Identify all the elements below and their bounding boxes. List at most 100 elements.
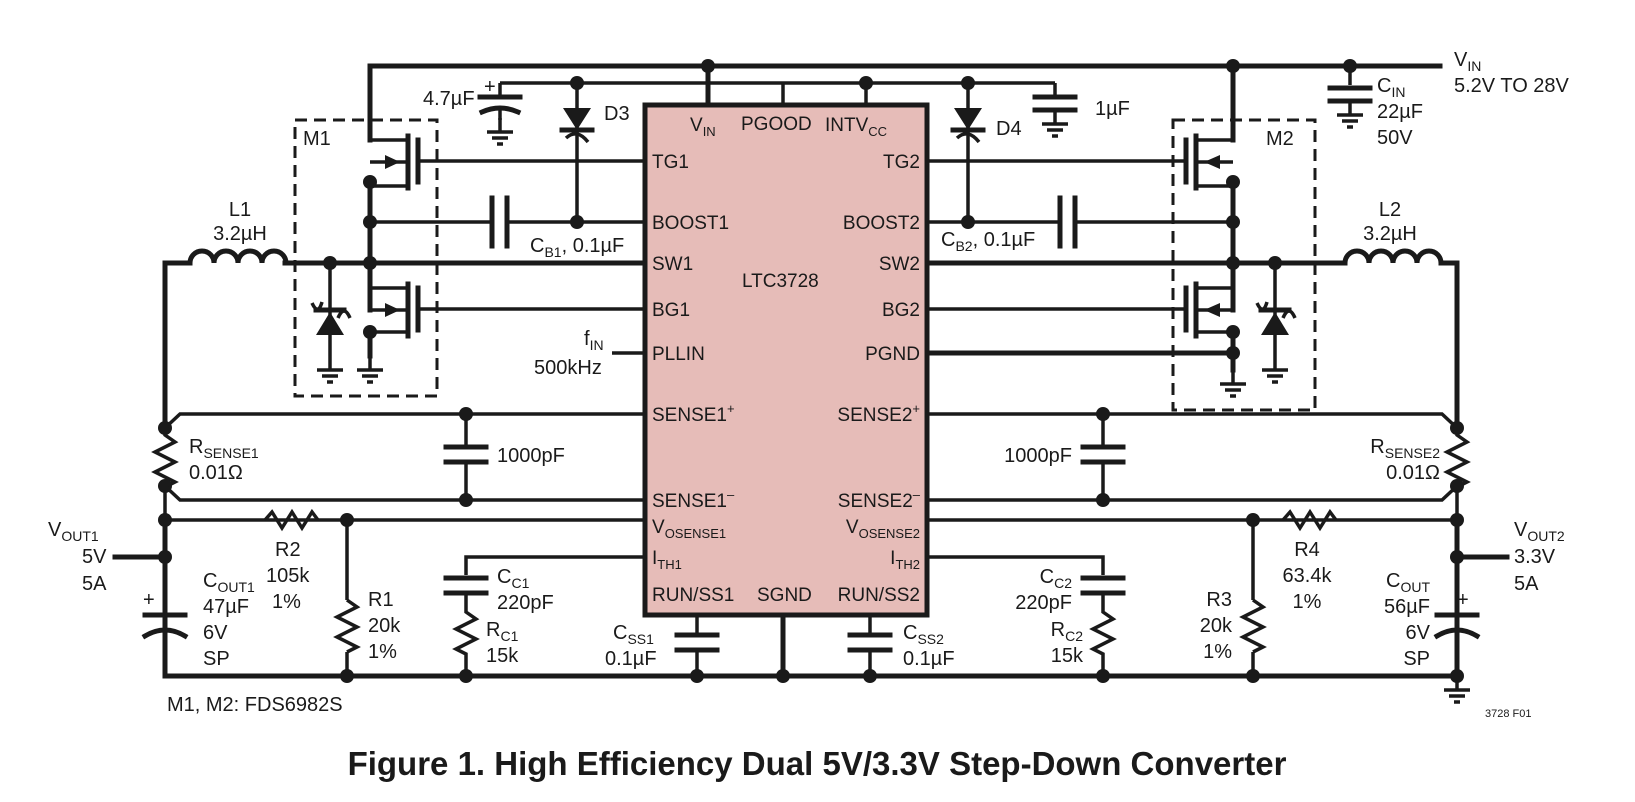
intvcc-rail	[498, 76, 1057, 105]
figure-caption: Figure 1. High Efficiency Dual 5V/3.3V S…	[348, 745, 1287, 782]
wire-sense1n	[163, 484, 645, 502]
label-vout1-a: 5A	[82, 573, 107, 595]
ground-dots	[340, 669, 1464, 683]
schottky-m2	[1255, 256, 1297, 384]
wire-sense2p	[927, 412, 1459, 430]
resistor-rc2	[1089, 593, 1117, 676]
pin-runss1: RUN/SS1	[652, 585, 734, 606]
label-r1-val: 20k	[368, 615, 401, 637]
capacitor-cout1	[141, 612, 189, 640]
label-vout2-a: 5A	[1514, 573, 1539, 595]
pin-sw1: SW1	[652, 254, 693, 275]
label-css2-val: 0.1µF	[903, 648, 955, 670]
label-vin: VIN	[1454, 49, 1481, 74]
pin-pllin: PLLIN	[652, 344, 705, 365]
pin-bg2: BG2	[882, 300, 920, 321]
resistor-r3	[1239, 520, 1267, 676]
diode-d4	[950, 83, 986, 229]
label-cout2: COUT	[1386, 570, 1430, 595]
label-vout1: VOUT1	[48, 519, 99, 544]
pin-sense2p: SENSE2+	[837, 401, 920, 426]
label-l1: L1	[229, 199, 251, 221]
label-r1-tol: 1%	[368, 641, 397, 663]
mosfet-m1-bottom	[355, 281, 421, 384]
label-l1-val: 3.2µH	[213, 223, 267, 245]
pin-sw2: SW2	[879, 254, 920, 275]
label-cb1: CB1, 0.1µF	[530, 235, 624, 260]
inductor-l2	[1342, 248, 1460, 423]
mosfet-m2-bottom	[1183, 281, 1248, 398]
label-r4-tol: 1%	[1293, 591, 1322, 613]
label-c1u: 1µF	[1095, 98, 1130, 120]
label-l2-val: 3.2µH	[1363, 223, 1417, 245]
label-vin-range: 5.2V TO 28V	[1454, 75, 1570, 97]
pin-boost1: BOOST1	[652, 213, 729, 234]
ic-ltc3728	[642, 102, 930, 618]
label-cout2-val: 56µF	[1384, 596, 1430, 618]
label-rsense2: RSENSE2	[1370, 436, 1440, 461]
label-fin: fIN	[584, 328, 604, 353]
pin-tg2: TG2	[883, 152, 920, 173]
pin-sense2n: SENSE2–	[838, 487, 921, 512]
label-cout1-t: SP	[203, 648, 230, 670]
label-c47: 4.7µF	[423, 88, 475, 110]
label-c1000-right: 1000pF	[1004, 445, 1072, 467]
note-mosfets: M1, M2: FDS6982S	[167, 694, 343, 716]
label-css1-val: 0.1µF	[605, 648, 657, 670]
schottky-m1	[310, 256, 352, 384]
label-c47-plus: +	[484, 76, 496, 98]
label-l2: L2	[1379, 199, 1401, 221]
pin-pgnd: PGND	[865, 344, 920, 365]
label-css1: CSS1	[613, 622, 654, 647]
wire-sense2n	[927, 484, 1459, 502]
label-vout2-v: 3.3V	[1514, 546, 1556, 568]
label-r2-tol: 1%	[272, 591, 301, 613]
capacitor-cout2	[1433, 612, 1481, 640]
capacitor-cc1	[443, 575, 489, 596]
label-m2: M2	[1266, 128, 1294, 150]
label-cin-val: 22µF	[1377, 101, 1423, 123]
pin-ith2: ITH2	[890, 548, 920, 572]
capacitor-cc2	[1080, 575, 1126, 596]
figure-code: 3728 F01	[1485, 708, 1531, 720]
label-rc2-val: 15k	[1051, 645, 1084, 667]
label-rc1: RC1	[486, 619, 519, 644]
pin-vosense1: VOSENSE1	[652, 517, 726, 541]
label-cout1-val: 47µF	[203, 596, 249, 618]
label-m1: M1	[303, 128, 331, 150]
pin-vosense2: VOSENSE2	[846, 517, 920, 541]
capacitor-cb2	[1057, 195, 1078, 249]
pin-intvcc: INTVCC	[825, 115, 887, 139]
label-cout1-plus: +	[143, 589, 155, 611]
capacitor-cin	[1327, 66, 1373, 129]
label-rc1-val: 15k	[486, 645, 519, 667]
label-fin-val: 500kHz	[534, 357, 602, 379]
label-cout1-v: 6V	[203, 622, 228, 644]
pin-pgood: PGOOD	[741, 114, 812, 135]
label-cin: CIN	[1377, 75, 1405, 100]
label-c1000-left: 1000pF	[497, 445, 565, 467]
capacitor-css2	[847, 615, 893, 676]
label-r3-val: 20k	[1200, 615, 1233, 637]
resistor-r1	[333, 520, 361, 676]
ic-name: LTC3728	[742, 271, 819, 292]
label-cb2: CB2, 0.1µF	[941, 229, 1035, 254]
vin-rail	[367, 59, 1443, 133]
label-d3: D3	[604, 103, 630, 125]
label-cin-v: 50V	[1377, 127, 1413, 149]
wire-ith2	[927, 555, 1105, 575]
label-cc2: CC2	[1040, 566, 1073, 591]
label-cc1-val: 220pF	[497, 592, 554, 614]
label-cout2-v: 6V	[1406, 622, 1431, 644]
label-rsense2-val: 0.01Ω	[1386, 462, 1440, 484]
pin-sense1p: SENSE1+	[652, 401, 735, 426]
label-r1: R1	[368, 589, 394, 611]
label-rc2: RC2	[1051, 619, 1084, 644]
label-vout1-v: 5V	[82, 546, 107, 568]
label-r4: R4	[1294, 539, 1320, 561]
capacitor-4-7uf	[477, 94, 523, 146]
label-cout2-plus: +	[1457, 589, 1469, 611]
capacitor-1uf	[1032, 94, 1078, 138]
inductor-l1	[162, 248, 289, 423]
